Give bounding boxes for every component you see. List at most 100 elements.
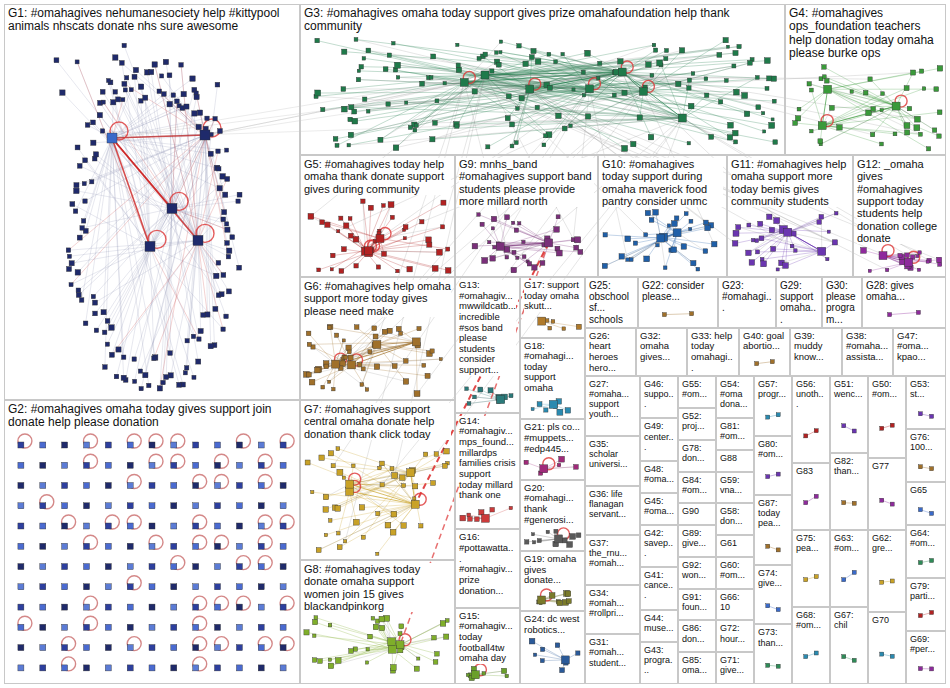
network-vertex: [938, 262, 942, 266]
network-edge: [349, 91, 644, 145]
self-loop: [215, 475, 229, 489]
network-vertex: [127, 462, 133, 468]
network-vertex: [348, 355, 353, 360]
network-edge: [821, 106, 896, 144]
network-vertex: [674, 216, 679, 221]
network-vertex: [313, 634, 316, 637]
network-vertex: [403, 225, 408, 230]
network-vertex: [127, 604, 133, 610]
network-edge: [392, 621, 447, 650]
network-edge: [315, 622, 392, 649]
network-edge: [365, 206, 383, 252]
network-edge: [400, 637, 446, 645]
network-vertex: [194, 95, 199, 100]
self-loop: [258, 475, 272, 489]
network-edge: [205, 72, 622, 135]
network-vertex: [220, 174, 226, 180]
network-vertex: [160, 74, 164, 78]
network-vertex: [644, 233, 648, 237]
network-vertex: [510, 144, 514, 148]
network-vertex: [727, 45, 730, 48]
network-vertex: [79, 298, 84, 303]
network-edge: [363, 473, 410, 537]
network-edge: [72, 240, 198, 263]
network-vertex: [548, 326, 552, 330]
network-vertex: [766, 544, 770, 548]
network-vertex: [540, 659, 544, 663]
network-vertex: [215, 645, 221, 651]
network-vertex: [728, 122, 734, 128]
network-vertex: [109, 352, 114, 357]
network-vertex: [101, 310, 106, 315]
network-vertex: [316, 548, 321, 553]
network-vertex: [94, 328, 98, 332]
network-vertex: [201, 313, 206, 318]
network-vertex: [905, 258, 913, 266]
network-edge: [467, 389, 501, 400]
network-vertex: [481, 514, 489, 522]
network-vertex: [784, 228, 792, 236]
network-vertex: [538, 596, 546, 604]
network-vertex: [40, 442, 46, 448]
network-vertex: [339, 216, 343, 220]
network-vertex: [424, 452, 428, 456]
network-vertex: [398, 632, 402, 636]
network-edge: [312, 492, 415, 504]
network-vertex: [766, 604, 770, 608]
network-vertex: [529, 55, 534, 60]
network-vertex: [215, 523, 221, 529]
network-vertex: [473, 395, 477, 399]
self-loop: [280, 434, 294, 448]
network-vertex: [330, 268, 333, 271]
network-vertex: [236, 442, 242, 448]
network-vertex: [363, 97, 367, 101]
network-vertex: [514, 141, 518, 145]
network-vertex: [837, 125, 843, 131]
network-vertex: [544, 134, 548, 138]
network-vertex: [236, 199, 240, 203]
network-vertex: [516, 256, 519, 259]
network-edge: [648, 213, 677, 233]
network-edge: [112, 72, 622, 138]
network-vertex: [585, 50, 591, 56]
network-vertex: [190, 76, 195, 81]
network-vertex: [258, 624, 264, 630]
network-vertex: [320, 220, 325, 225]
network-vertex: [531, 408, 534, 411]
network-vertex: [842, 578, 846, 582]
network-vertex: [644, 256, 650, 262]
network-edge: [417, 91, 643, 393]
edge-layer: [56, 40, 940, 679]
network-vertex: [378, 466, 382, 470]
network-vertex: [280, 645, 286, 651]
network-vertex: [516, 107, 520, 111]
network-edge: [108, 208, 172, 321]
network-vertex: [422, 363, 426, 367]
network-vertex: [380, 483, 384, 487]
network-vertex: [62, 503, 68, 509]
network-vertex: [523, 61, 528, 66]
network-vertex: [378, 137, 383, 142]
network-vertex: [84, 462, 90, 468]
network-vertex: [62, 584, 68, 590]
network-vertex: [215, 483, 221, 489]
network-vertex: [40, 523, 46, 529]
network-vertex: [168, 373, 173, 378]
network-vertex: [656, 244, 659, 247]
network-vertex: [258, 645, 264, 651]
network-vertex: [356, 77, 360, 81]
network-vertex: [62, 645, 68, 651]
self-loop: [193, 515, 207, 529]
network-vertex: [312, 658, 316, 662]
network-vertex: [916, 310, 920, 314]
network-edge: [350, 469, 392, 492]
network-vertex: [565, 408, 571, 414]
network-vertex: [139, 99, 143, 103]
network-vertex: [149, 543, 155, 549]
network-vertex: [807, 82, 811, 86]
network-vertex: [927, 258, 931, 262]
self-loop: [280, 515, 294, 529]
network-vertex: [205, 116, 209, 120]
network-vertex: [748, 60, 753, 65]
network-edge: [828, 89, 929, 149]
